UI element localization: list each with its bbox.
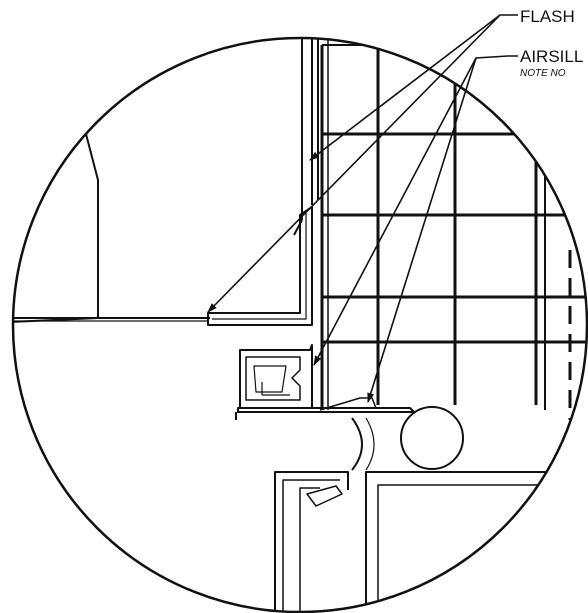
leaders [207, 14, 518, 403]
lower-frame [274, 471, 587, 612]
mesh-grid [320, 38, 587, 410]
airsill-note: NOTE NO [520, 68, 566, 79]
airsill-extrusion [239, 344, 313, 409]
flashing-leader-line-2 [207, 14, 501, 313]
jamb-mullion [293, 38, 319, 236]
airsill-label: AIRSILL [520, 47, 583, 66]
flashing-label: FLASH [520, 7, 575, 26]
sill-plate [235, 397, 415, 420]
flashing-leader-line [309, 14, 518, 161]
slab-line [13, 317, 210, 322]
airsill-leader-line-2 [367, 57, 477, 403]
flashing [207, 206, 313, 326]
seal-bulbs [351, 406, 464, 471]
wall-section [13, 91, 99, 323]
detail-circle [11, 36, 588, 613]
airsill-leader-line [313, 55, 518, 366]
